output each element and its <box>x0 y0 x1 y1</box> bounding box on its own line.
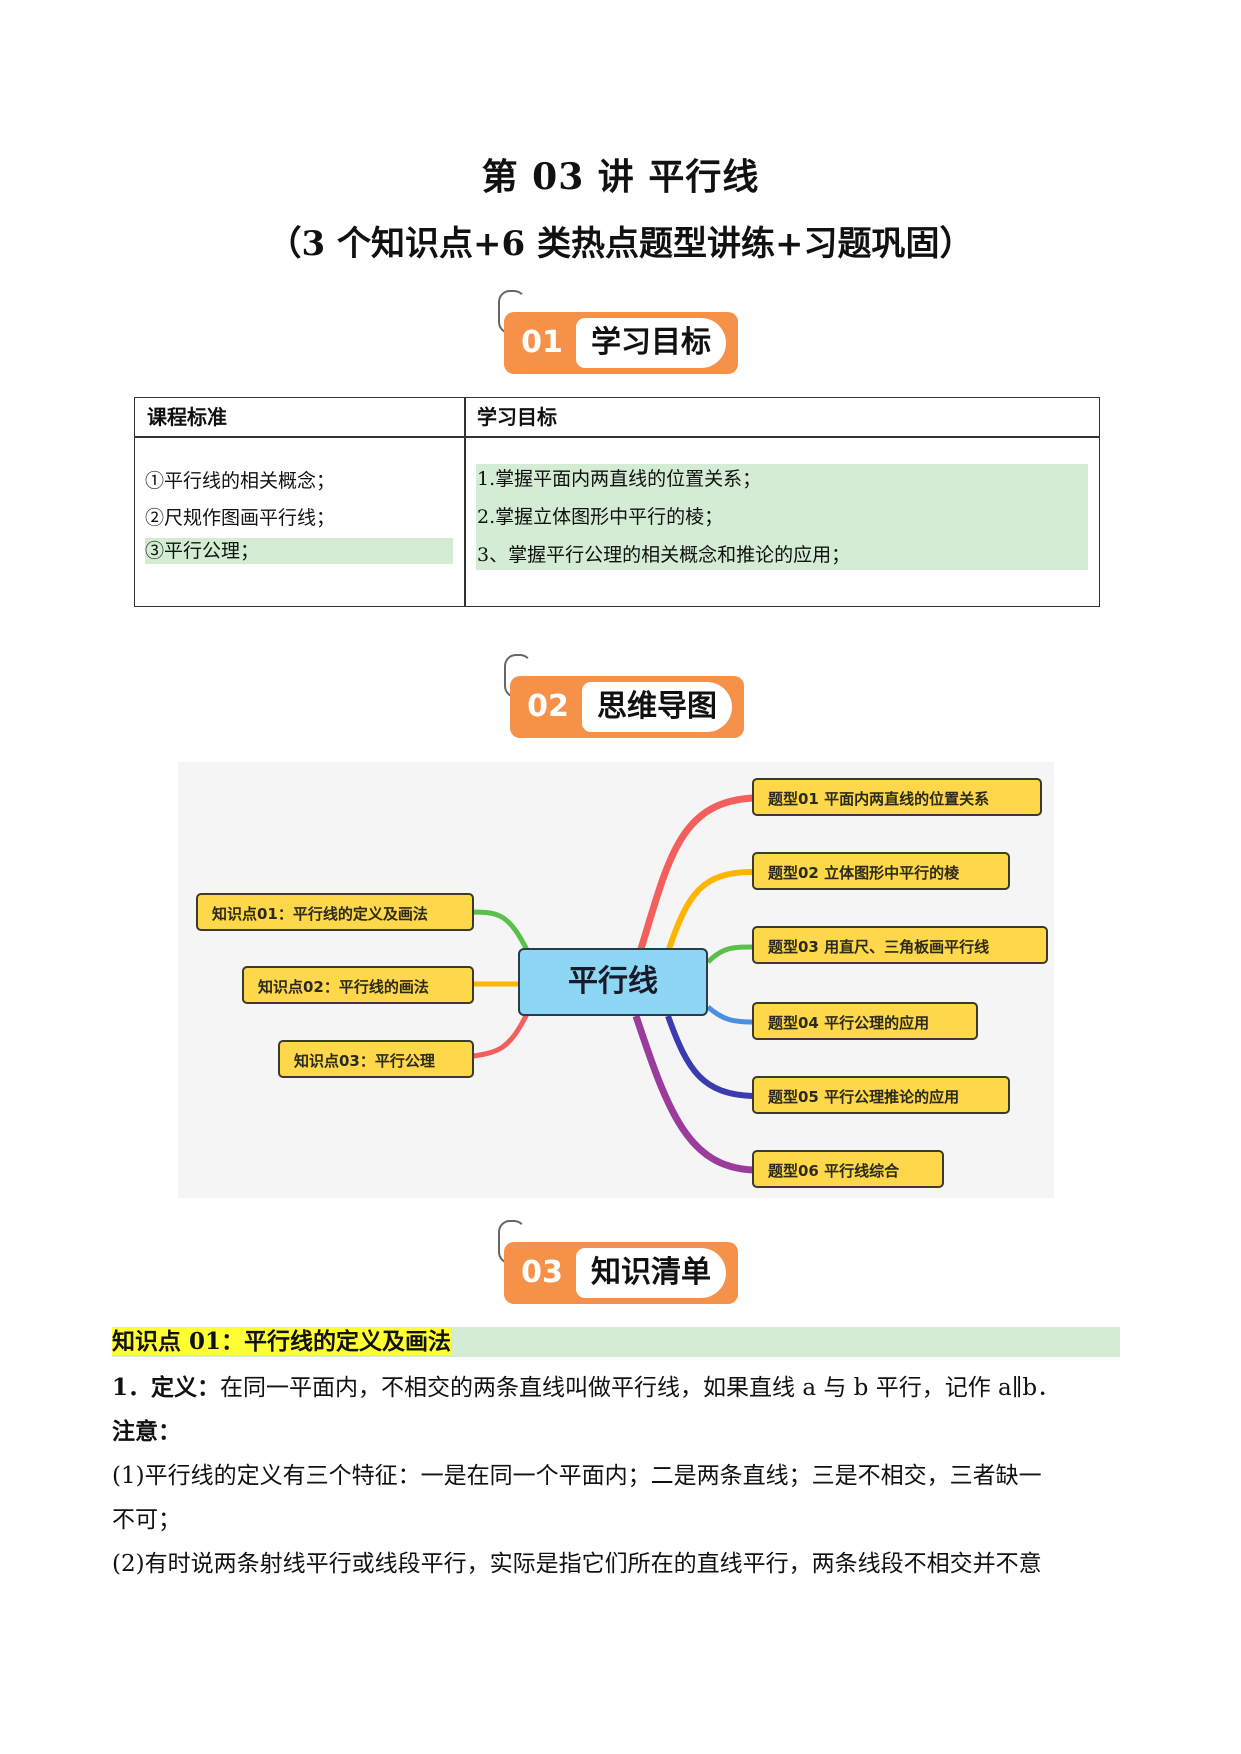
branch-line <box>632 1014 754 1174</box>
mind-map: 平行线 知识点01：平行线的定义及画法 知识点02：平行线的画法 知识点03：平… <box>178 762 1054 1198</box>
section-number: 02 <box>527 689 569 724</box>
standard-item: ③平行公理； <box>145 538 453 564</box>
definition-paragraph: 1．定义：在同一平面内，不相交的两条直线叫做平行线，如果直线 a 与 b 平行，… <box>112 1366 1122 1410</box>
section-badge-01: 01 学习目标 <box>498 290 744 376</box>
definition-text: 在同一平面内，不相交的两条直线叫做平行线，如果直线 a 与 b 平行，记作 a∥… <box>220 1375 1061 1401</box>
goal-item: 3、掌握平行公理的相关概念和推论的应用； <box>477 544 851 566</box>
section-badge-03: 03 知识清单 <box>498 1220 744 1306</box>
table-header-goal: 学习目标 <box>477 405 557 429</box>
mindmap-question-node: 题型02 立体图形中平行的棱 <box>752 852 1010 890</box>
mindmap-question-node: 题型01 平面内两直线的位置关系 <box>752 778 1042 816</box>
branch-line <box>706 1005 754 1025</box>
branch-line <box>665 1014 754 1099</box>
note-1-continued: 不可； <box>112 1507 181 1533</box>
branch-line <box>706 944 754 964</box>
mindmap-knowledge-node: 知识点02：平行线的画法 <box>242 966 474 1004</box>
knowledge-point-heading: 知识点 01：平行线的定义及画法 <box>112 1327 1120 1357</box>
branch-line <box>467 1010 531 1060</box>
mindmap-question-node: 题型05 平行公理推论的应用 <box>752 1076 1010 1114</box>
mindmap-question-node: 题型03 用直尺、三角板画平行线 <box>752 926 1048 964</box>
mindmap-question-node: 题型06 平行线综合 <box>752 1150 944 1188</box>
page-subtitle: （3 个知识点+6 类热点题型讲练+习题巩固） <box>267 224 974 264</box>
section-number: 03 <box>521 1255 563 1290</box>
mindmap-question-node: 题型04 平行公理的应用 <box>752 1002 978 1040</box>
page-title: 第 03 讲 平行线 <box>481 156 760 198</box>
section-badge-02: 02 思维导图 <box>504 654 750 740</box>
standard-item: ②尺规作图画平行线； <box>145 507 336 529</box>
standard-item: ①平行线的相关概念； <box>145 470 336 492</box>
section-number: 01 <box>521 325 563 360</box>
mindmap-knowledge-node: 知识点01：平行线的定义及画法 <box>196 893 474 931</box>
note-2: (2)有时说两条射线平行或线段平行，实际是指它们所在的直线平行，两条线段不相交并… <box>112 1551 1042 1577</box>
goal-item: 1.掌握平面内两直线的位置关系； <box>477 468 762 490</box>
note-1: (1)平行线的定义有三个特征：一是在同一个平面内；二是两条直线；三是不相交，三者… <box>112 1463 1042 1489</box>
branch-line <box>665 869 754 953</box>
goal-table: 课程标准 学习目标 ①平行线的相关概念； ②尺规作图画平行线； ③平行公理； 1… <box>134 397 1100 607</box>
note-label: 注意： <box>112 1418 181 1445</box>
mindmap-center-node: 平行线 <box>518 948 708 1016</box>
definition-label: 1．定义： <box>112 1374 221 1401</box>
section-label: 思维导图 <box>582 682 732 732</box>
section-label: 学习目标 <box>576 318 726 368</box>
section-label: 知识清单 <box>576 1248 726 1298</box>
table-header-standard: 课程标准 <box>147 405 227 429</box>
branch-line <box>467 909 531 954</box>
branch-line <box>636 794 754 954</box>
goal-item: 2.掌握立体图形中平行的棱； <box>477 506 724 528</box>
mindmap-knowledge-node: 知识点03：平行公理 <box>278 1040 474 1078</box>
